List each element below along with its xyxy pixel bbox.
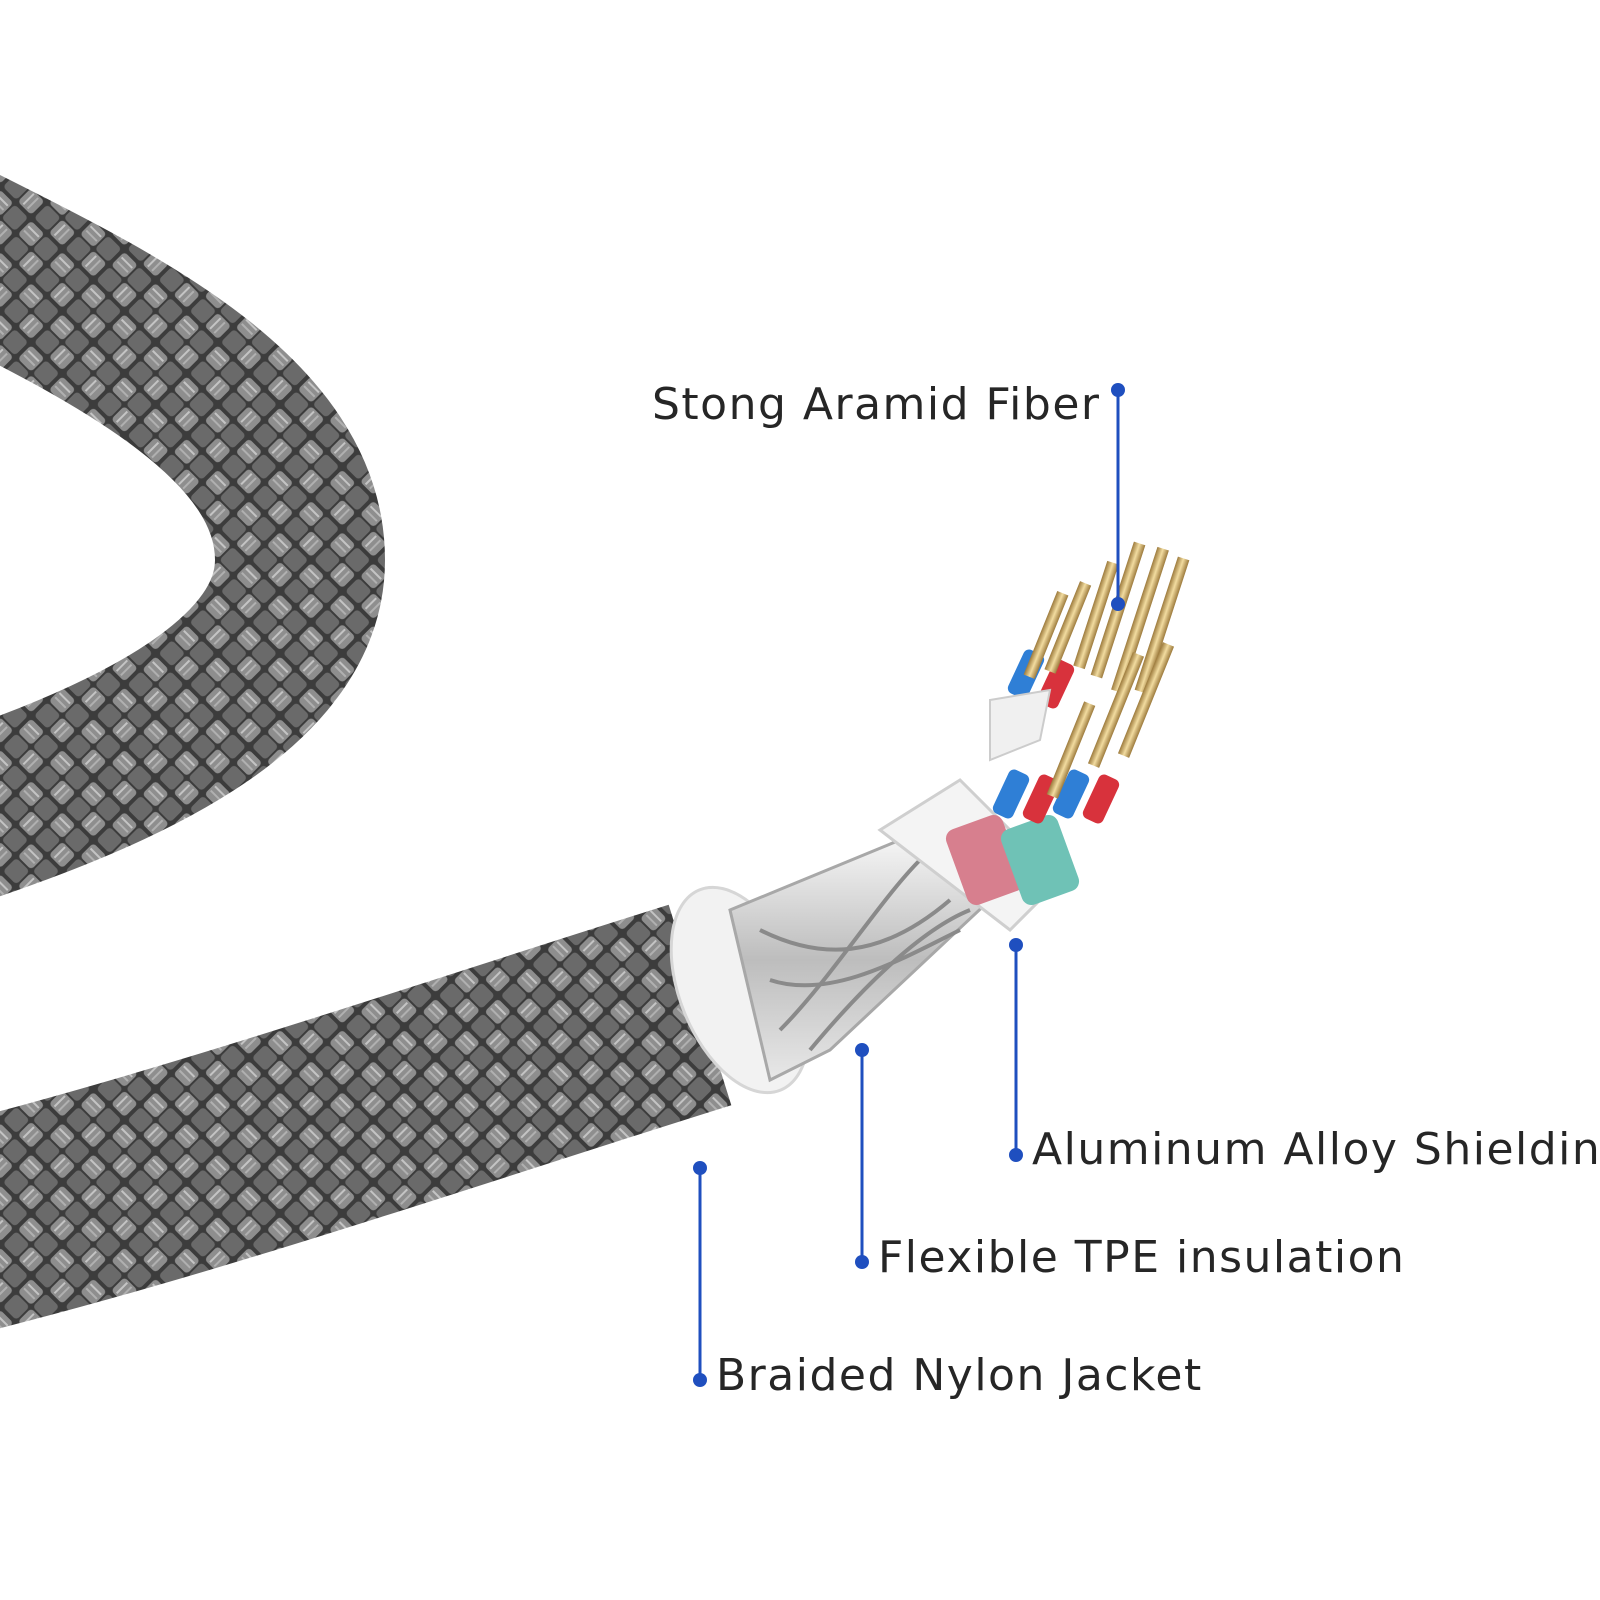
leader-nylon xyxy=(693,1161,707,1387)
leader-aramid xyxy=(1111,383,1125,611)
label-aluminum-shielding: Aluminum Alloy Shielding xyxy=(1032,1124,1600,1175)
leader-tpe xyxy=(855,1043,869,1269)
inner-cores xyxy=(945,814,1080,906)
braided-cable-body xyxy=(0,904,732,1329)
aramid-fiber-strands xyxy=(1023,541,1190,799)
cable-loop-upper xyxy=(0,174,386,897)
label-nylon-jacket: Braided Nylon Jacket xyxy=(716,1350,1203,1401)
aluminum-shield-mesh xyxy=(728,838,993,1083)
label-tpe-insulation: Flexible TPE insulation xyxy=(878,1232,1406,1283)
label-aramid-fiber: Stong Aramid Fiber xyxy=(652,379,1101,430)
leader-aluminum xyxy=(1009,938,1023,1162)
